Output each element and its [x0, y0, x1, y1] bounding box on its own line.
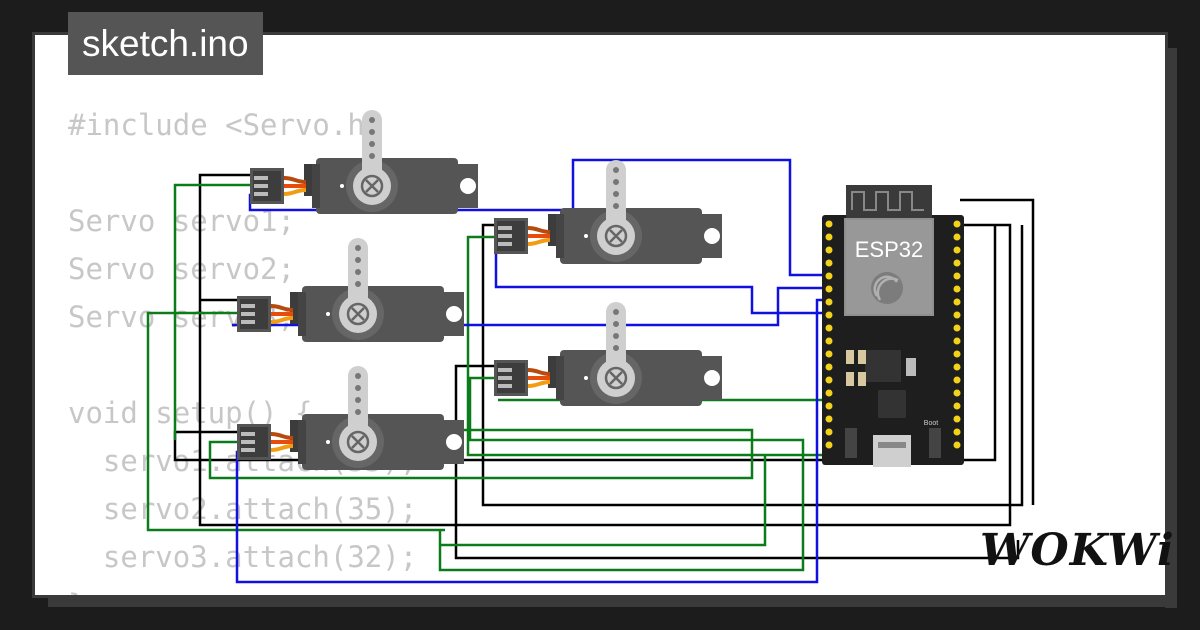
board-label: ESP32 — [855, 237, 924, 262]
espressif-logo-icon — [871, 272, 903, 304]
code-line: servo2.attach(35); — [68, 492, 418, 526]
code-line: servo3.attach(32); — [68, 540, 418, 574]
code-line: Servo servo2; — [68, 252, 295, 286]
servo-5[interactable] — [492, 300, 724, 408]
boot-label: Boot — [924, 420, 938, 427]
frame-shadow-bottom — [48, 595, 1177, 607]
servo-1[interactable] — [248, 108, 480, 216]
frame-shadow-right — [1165, 48, 1177, 608]
code-line: } — [68, 581, 417, 595]
wokwi-logo: WOKWi — [980, 525, 1175, 576]
wifi-antenna-icon — [851, 191, 924, 211]
servo-2[interactable] — [235, 236, 466, 344]
pin-header-left — [825, 220, 833, 449]
black-wires — [173, 173, 1035, 560]
pin-header-right — [953, 220, 961, 449]
green-wires — [146, 183, 828, 572]
servo-3[interactable] — [235, 364, 466, 472]
code-line: #include <Servo.h> — [68, 108, 383, 142]
esp32-board[interactable]: ESP32 Boot — [822, 185, 964, 467]
file-tab[interactable]: sketch.ino — [68, 12, 263, 75]
code-background: #include <Servo.h>Servo servo1;Servo ser… — [68, 101, 417, 595]
servo-4[interactable] — [492, 158, 724, 266]
preview-frame: #include <Servo.h>Servo servo1;Servo ser… — [35, 35, 1165, 595]
